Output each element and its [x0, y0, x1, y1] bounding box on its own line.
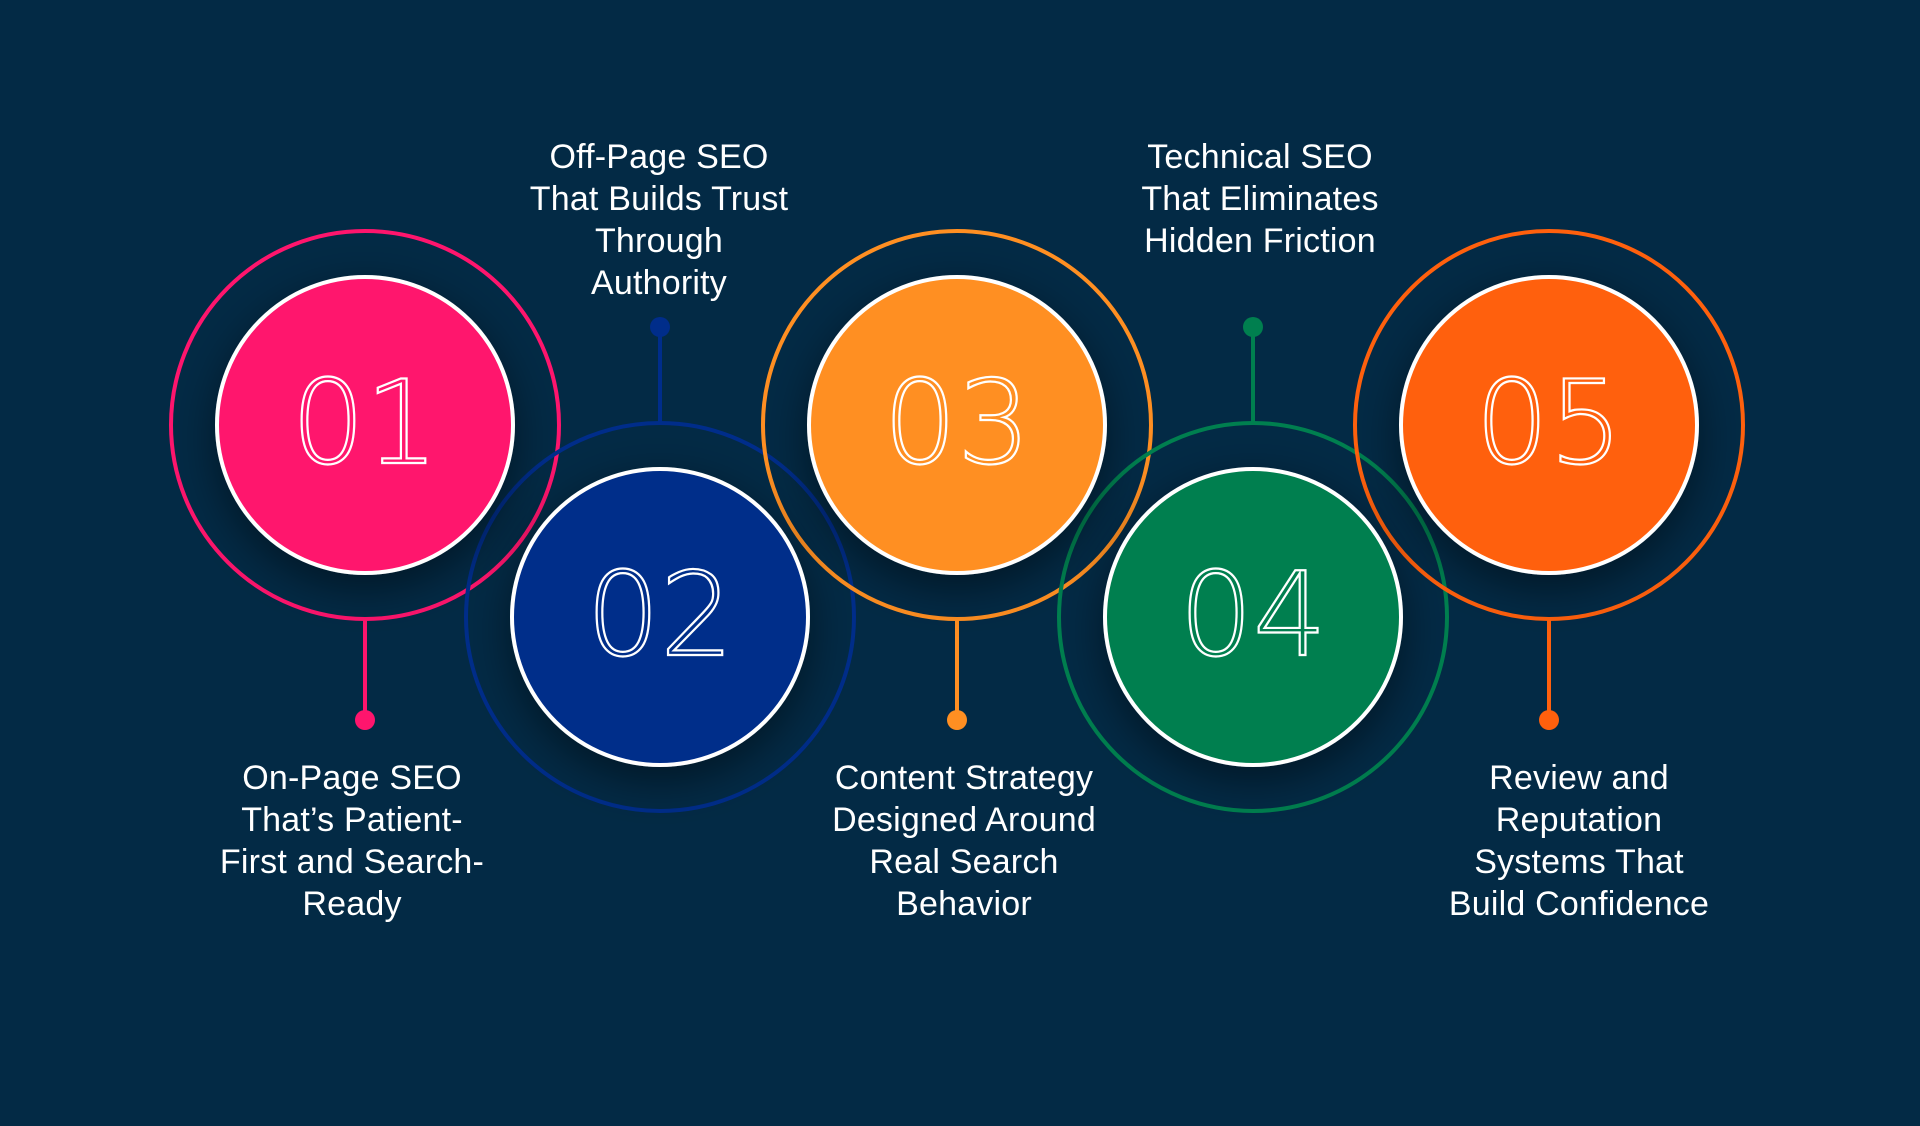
- connector-dot-03: [947, 710, 967, 730]
- step-label-03: Content Strategy Designed Around Real Se…: [832, 759, 1096, 923]
- step-disc-04: [1103, 467, 1403, 767]
- step-label-05: Review and Reputation Systems That Build…: [1448, 759, 1710, 923]
- connector-dot-02: [650, 317, 670, 337]
- step-disc-02: [510, 467, 810, 767]
- step-number-04: 04: [1179, 548, 1327, 683]
- step-number-02: 02: [586, 548, 734, 683]
- step-disc-group-01: [215, 275, 515, 575]
- step-label-01: On-Page SEO That’s Patient- First and Se…: [219, 759, 485, 923]
- step-number-05: 05: [1475, 356, 1623, 491]
- step-disc-group-03: [807, 275, 1107, 575]
- step-number-03: 03: [883, 356, 1031, 491]
- step-disc-01: [215, 275, 515, 575]
- step-number-01: 01: [291, 356, 439, 491]
- step-label-04: Technical SEO That Eliminates Hidden Fri…: [1141, 138, 1379, 260]
- step-disc-group-04: [1103, 467, 1403, 767]
- step-disc-03: [807, 275, 1107, 575]
- step-disc-group-05: [1399, 275, 1699, 575]
- connector-dot-05: [1539, 710, 1559, 730]
- connector-dot-01: [355, 710, 375, 730]
- connector-dot-04: [1243, 317, 1263, 337]
- step-label-02: Off-Page SEO That Builds Trust Through A…: [529, 138, 789, 302]
- step-disc-group-02: [510, 467, 810, 767]
- step-disc-05: [1399, 275, 1699, 575]
